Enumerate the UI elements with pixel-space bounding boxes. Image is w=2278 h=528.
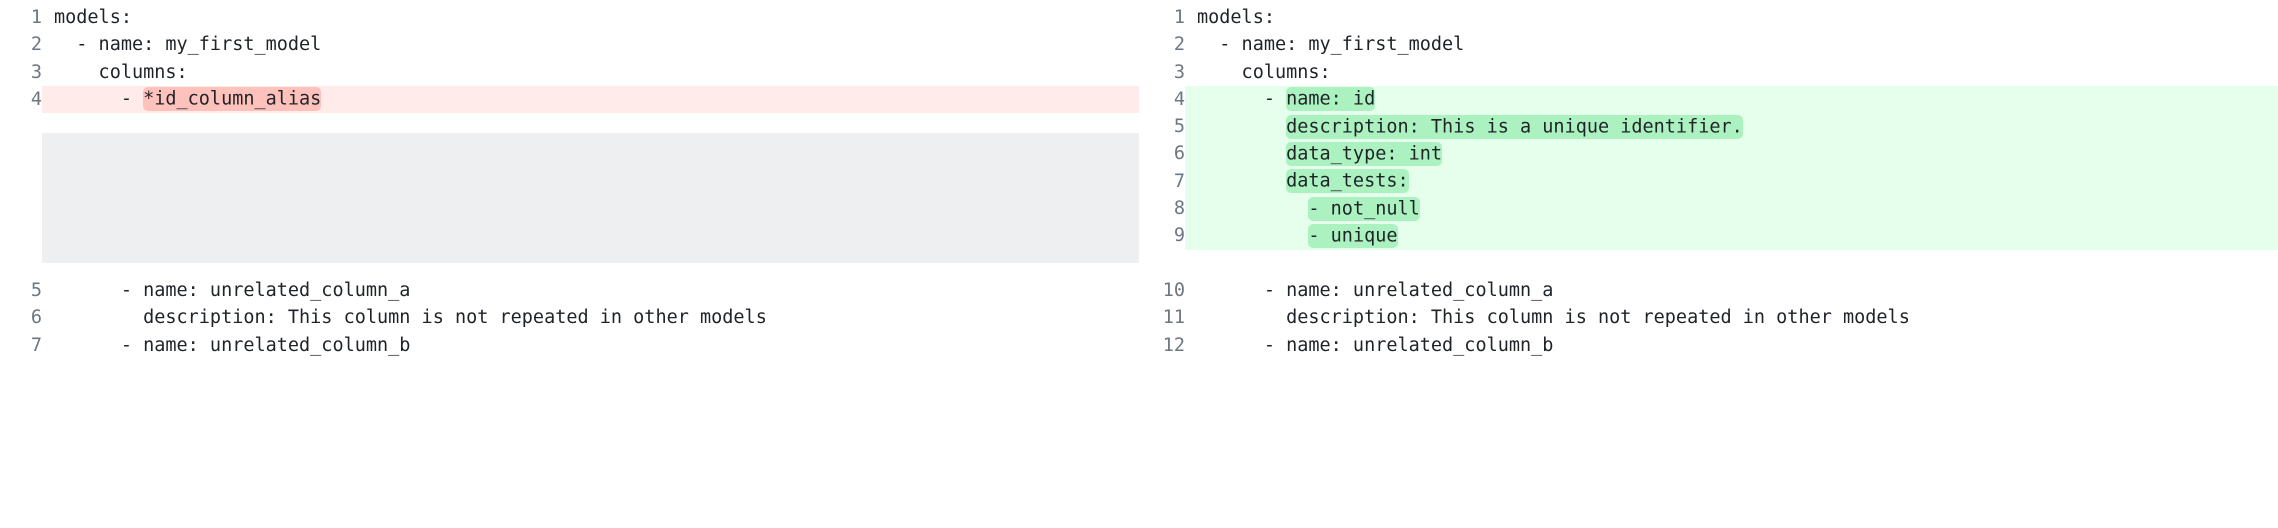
line-content: columns: <box>54 61 188 83</box>
line-number: 1 <box>1173 7 1185 28</box>
code-lines-after: 1 models: 2 - name: my_first_model 3 col… <box>1139 0 2278 359</box>
line-number: 2 <box>1173 34 1185 56</box>
line-content: columns: <box>1197 61 1331 83</box>
line-number: 5 <box>1173 116 1185 138</box>
line-number: 7 <box>1173 170 1185 192</box>
line-number: 2 <box>30 34 42 56</box>
line-prefix <box>1197 197 1308 221</box>
line-content: - name: my_first_model <box>54 34 322 56</box>
diff-line-deletion[interactable]: 4 - *id_column_alias <box>0 85 1139 114</box>
line-content: - *id_column_alias <box>42 86 1139 113</box>
line-content: - name: unrelated_column_a <box>54 279 411 301</box>
diff-line-context[interactable]: 5 - name: unrelated_column_a <box>0 277 1139 304</box>
line-number: 7 <box>30 334 42 356</box>
section-gap <box>1139 250 2278 277</box>
line-prefix <box>1197 169 1286 193</box>
diff-line-context[interactable]: 3 columns: <box>1139 59 2278 86</box>
line-number: 12 <box>1162 334 1185 356</box>
diff-line-context[interactable]: 2 - name: my_first_model <box>0 31 1139 58</box>
diff-line-context[interactable]: 6 description: This column is not repeat… <box>0 304 1139 331</box>
diff-filler-block <box>42 133 1139 263</box>
diff-line-context[interactable]: 7 - name: unrelated_column_b <box>0 332 1139 359</box>
line-number: 9 <box>1173 225 1185 247</box>
line-number: 8 <box>1173 198 1185 220</box>
line-content: description: This column is not repeated… <box>1197 307 1910 329</box>
line-content: - unique <box>1185 222 2278 249</box>
line-prefix <box>1197 142 1286 166</box>
added-token: description: This is a unique identifier… <box>1286 114 1743 139</box>
line-number: 10 <box>1162 279 1185 301</box>
added-token: - not_null <box>1308 196 1420 221</box>
line-content: - name: id <box>1185 86 2278 113</box>
line-number: 6 <box>1173 143 1185 165</box>
line-number: 5 <box>30 279 42 301</box>
diff-line-addition[interactable]: 8 - not_null <box>1139 195 2278 223</box>
deleted-token: *id_column_alias <box>143 87 322 112</box>
diff-line-addition[interactable]: 6 data_type: int <box>1139 140 2278 168</box>
diff-line-addition[interactable]: 7 data_tests: <box>1139 167 2278 196</box>
line-number: 1 <box>30 7 42 28</box>
line-prefix <box>1197 115 1286 139</box>
line-number: 3 <box>30 61 42 83</box>
line-prefix <box>1197 224 1308 248</box>
line-content: models: <box>1197 7 1275 28</box>
line-number: 4 <box>30 88 42 110</box>
line-content: models: <box>54 7 132 28</box>
line-content: data_type: int <box>1185 140 2278 167</box>
diff-line-context[interactable]: 12 - name: unrelated_column_b <box>1139 332 2278 359</box>
diff-line-context[interactable]: 10 - name: unrelated_column_a <box>1139 277 2278 304</box>
diff-pane-after[interactable]: 1 models: 2 - name: my_first_model 3 col… <box>1139 0 2278 528</box>
line-content: - not_null <box>1185 195 2278 222</box>
added-token: name: id <box>1286 87 1376 112</box>
diff-line-addition[interactable]: 5 description: This is a unique identifi… <box>1139 113 2278 141</box>
added-token: - unique <box>1308 223 1398 248</box>
line-prefix: - <box>54 88 144 110</box>
line-number: 4 <box>1173 88 1185 110</box>
added-token: data_tests: <box>1286 169 1409 194</box>
diff-pane-before[interactable]: 1 models: 2 - name: my_first_model 3 col… <box>0 0 1139 528</box>
line-content: - name: unrelated_column_b <box>54 334 411 356</box>
line-prefix: - <box>1197 88 1287 110</box>
line-content: - name: unrelated_column_b <box>1197 334 1554 356</box>
line-number: 11 <box>1162 307 1185 329</box>
line-content: - name: unrelated_column_a <box>1197 279 1554 301</box>
line-content: data_tests: <box>1185 168 2278 195</box>
line-content: description: This column is not repeated… <box>54 307 767 329</box>
diff-line-context[interactable]: 11 description: This column is not repea… <box>1139 304 2278 331</box>
line-number: 3 <box>1173 61 1185 83</box>
diff-line-addition[interactable]: 4 - name: id <box>1139 85 2278 114</box>
diff-line-context[interactable]: 3 columns: <box>0 59 1139 86</box>
diff-line-context[interactable]: 1 models: <box>1139 4 2278 31</box>
line-number: 6 <box>30 307 42 329</box>
line-content: description: This is a unique identifier… <box>1185 113 2278 140</box>
diff-line-context[interactable]: 1 models: <box>0 4 1139 31</box>
diff-line-addition[interactable]: 9 - unique <box>1139 222 2278 250</box>
line-content: - name: my_first_model <box>1197 34 1465 56</box>
diff-line-context[interactable]: 2 - name: my_first_model <box>1139 31 2278 58</box>
added-token: data_type: int <box>1286 141 1443 166</box>
